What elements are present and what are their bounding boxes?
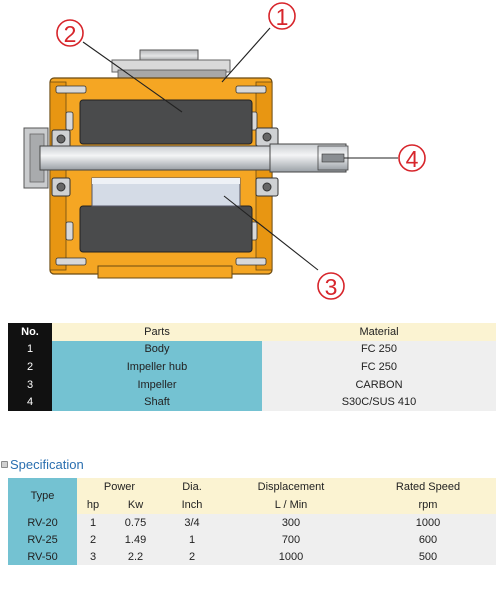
callout-1: 1 xyxy=(268,2,296,30)
part-no: 1 xyxy=(8,340,52,359)
part-no: 4 xyxy=(8,393,52,411)
rated-speed-rpm: 500 xyxy=(360,548,496,565)
rated-speed-rpm: 1000 xyxy=(360,514,496,531)
parts-table: No. Parts Material 1 Body FC 250 2 Impel… xyxy=(8,323,496,411)
table-row: RV-50 3 2.2 2 1000 500 xyxy=(8,548,496,565)
part-name: Shaft xyxy=(52,393,262,411)
model-type: RV-50 xyxy=(8,548,77,565)
model-type: RV-25 xyxy=(8,531,77,548)
header-material: Material xyxy=(262,323,496,341)
bearings xyxy=(51,127,279,197)
impeller-carbon xyxy=(91,177,241,207)
specification-heading: Specification xyxy=(1,457,84,472)
callout-3: 3 xyxy=(317,272,345,300)
header-dia: Dia. xyxy=(162,478,222,496)
top-cap xyxy=(111,49,231,79)
displacement-l-min: 300 xyxy=(222,514,360,531)
bullet-icon xyxy=(1,461,8,468)
spec-header-row-2: hp Kw Inch L / Min rpm xyxy=(8,496,496,514)
header-rated-speed: Rated Speed xyxy=(360,478,496,496)
dia-inch: 1 xyxy=(162,531,222,548)
part-material: S30C/SUS 410 xyxy=(262,393,496,411)
specification-title: Specification xyxy=(10,457,84,472)
pump-cross-section-diagram: 1 2 3 4 xyxy=(23,2,426,300)
power-kw: 2.2 xyxy=(109,548,162,565)
part-no: 2 xyxy=(8,358,52,376)
callout-4: 4 xyxy=(398,144,426,172)
table-row: RV-25 2 1.49 1 700 600 xyxy=(8,531,496,548)
power-hp: 2 xyxy=(77,531,109,548)
svg-text:2: 2 xyxy=(64,21,77,47)
power-hp: 1 xyxy=(77,514,109,531)
table-row: RV-20 1 0.75 3/4 300 1000 xyxy=(8,514,496,531)
header-l-min: L / Min xyxy=(222,496,360,514)
svg-text:3: 3 xyxy=(325,274,338,300)
power-kw: 0.75 xyxy=(109,514,162,531)
table-row: 3 Impeller CARBON xyxy=(8,375,496,394)
specification-table: Type Power Dia. Displacement Rated Speed… xyxy=(8,478,496,565)
dia-inch: 2 xyxy=(162,548,222,565)
parts-table-header-row: No. Parts Material xyxy=(8,323,496,341)
header-inch: Inch xyxy=(162,496,222,514)
part-material: CARBON xyxy=(262,375,496,394)
header-hp: hp xyxy=(77,496,109,514)
header-rpm: rpm xyxy=(360,496,496,514)
header-power: Power xyxy=(77,478,162,496)
header-kw: Kw xyxy=(109,496,162,514)
impeller-hub-chamber xyxy=(79,99,253,253)
table-row: 1 Body FC 250 xyxy=(8,340,496,359)
displacement-l-min: 1000 xyxy=(222,548,360,565)
callout-leader-lines xyxy=(82,27,398,271)
header-displacement: Displacement xyxy=(222,478,360,496)
power-hp: 3 xyxy=(77,548,109,565)
svg-text:4: 4 xyxy=(406,146,419,172)
dia-inch: 3/4 xyxy=(162,514,222,531)
part-material: FC 250 xyxy=(262,340,496,359)
svg-text:1: 1 xyxy=(276,4,289,30)
header-parts: Parts xyxy=(52,323,262,341)
part-name: Impeller xyxy=(52,375,262,394)
power-kw: 1.49 xyxy=(109,531,162,548)
spec-header-row-1: Type Power Dia. Displacement Rated Speed xyxy=(8,478,496,514)
table-row: 2 Impeller hub FC 250 xyxy=(8,358,496,376)
part-name: Body xyxy=(52,340,262,359)
part-material: FC 250 xyxy=(262,358,496,376)
table-row: 4 Shaft S30C/SUS 410 xyxy=(8,393,496,411)
shaft xyxy=(39,143,349,173)
rated-speed-rpm: 600 xyxy=(360,531,496,548)
part-name: Impeller hub xyxy=(52,358,262,376)
displacement-l-min: 700 xyxy=(222,531,360,548)
part-no: 3 xyxy=(8,375,52,394)
callout-2: 2 xyxy=(56,19,84,47)
header-no: No. xyxy=(8,323,52,341)
model-type: RV-20 xyxy=(8,514,77,531)
header-type: Type xyxy=(8,478,77,514)
